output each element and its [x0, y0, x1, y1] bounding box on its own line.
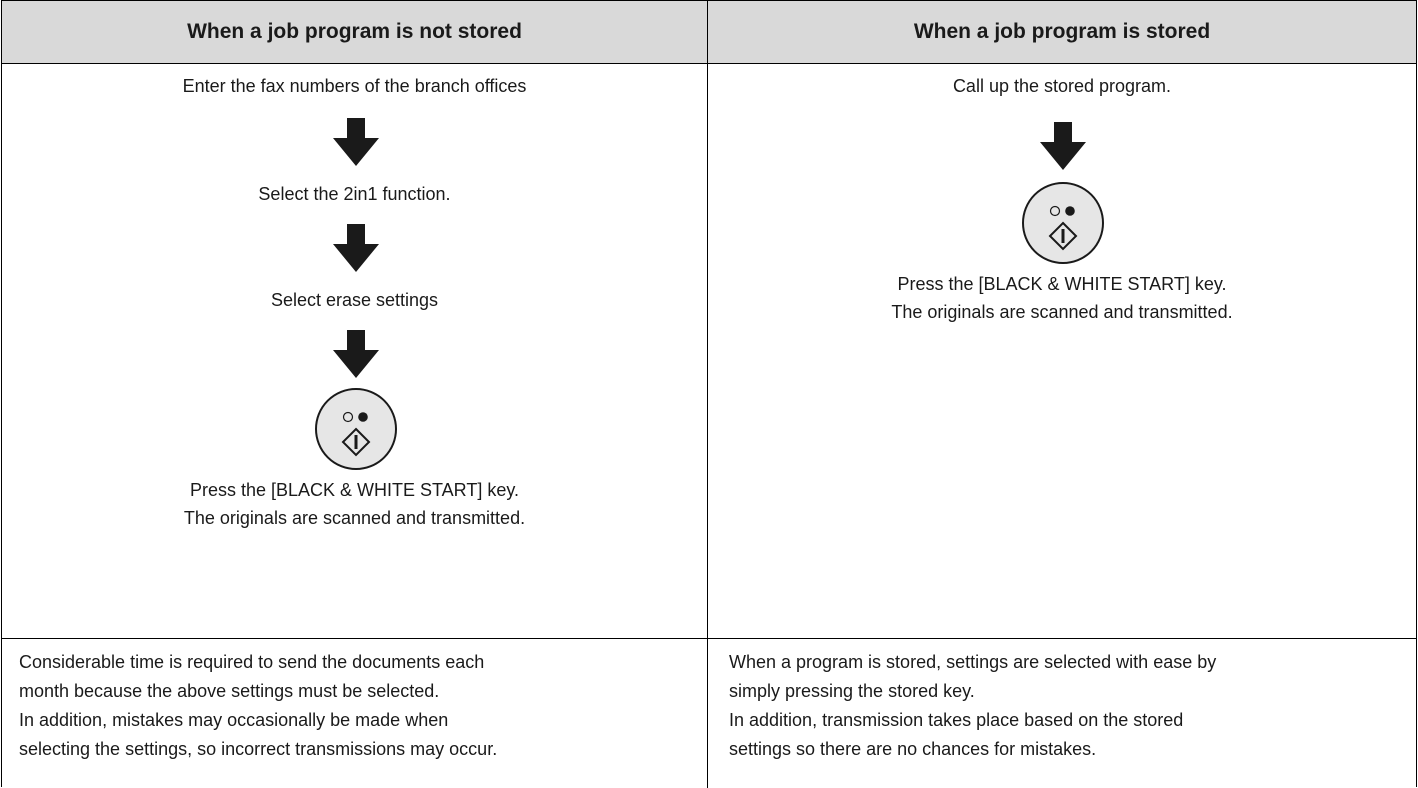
note-line: In addition, mistakes may occasionally b…: [19, 710, 449, 730]
step-enter-fax-numbers: Enter the fax numbers of the branch offi…: [182, 76, 527, 96]
header-not-stored: When a job program is not stored: [2, 1, 708, 64]
stored-steps: Call up the stored program. Press the [B…: [708, 64, 1416, 638]
note-line: Considerable time is required to send th…: [19, 652, 485, 672]
not-stored-steps: Enter the fax numbers of the branch offi…: [2, 64, 708, 638]
header-stored-text: When a job program is stored: [913, 20, 1211, 43]
note-line: settings so there are no chances for mis…: [729, 739, 1097, 759]
down-arrow-icon: [333, 118, 379, 166]
black-white-start-key-icon: [1022, 182, 1104, 264]
step-press-start-line1: Press the [BLACK & WHITE START] key.: [897, 274, 1227, 294]
note-stored: When a program is stored, settings are s…: [729, 648, 1409, 764]
header-not-stored-text: When a job program is not stored: [187, 20, 522, 43]
note-line: When a program is stored, settings are s…: [729, 652, 1217, 672]
step-press-start-line2: The originals are scanned and transmitte…: [183, 508, 526, 528]
step-select-2in1: Select the 2in1 function.: [258, 184, 451, 204]
down-arrow-icon: [1040, 122, 1086, 170]
down-arrow-icon: [333, 330, 379, 378]
down-arrow-icon: [333, 224, 379, 272]
note-line: simply pressing the stored key.: [729, 681, 975, 701]
column-divider: [707, 638, 708, 788]
note-not-stored: Considerable time is required to send th…: [19, 648, 699, 764]
black-white-start-key-icon: [315, 388, 397, 470]
step-call-up-program: Call up the stored program.: [952, 76, 1172, 96]
note-line: month because the above settings must be…: [19, 681, 440, 701]
header-stored: When a job program is stored: [708, 1, 1416, 64]
note-line: In addition, transmission takes place ba…: [729, 710, 1184, 730]
step-press-start-line2: The originals are scanned and transmitte…: [891, 302, 1233, 322]
note-line: selecting the settings, so incorrect tra…: [19, 739, 498, 759]
row-divider: [2, 638, 1416, 639]
step-select-erase: Select erase settings: [270, 290, 439, 310]
step-press-start-line1: Press the [BLACK & WHITE START] key.: [189, 480, 520, 500]
